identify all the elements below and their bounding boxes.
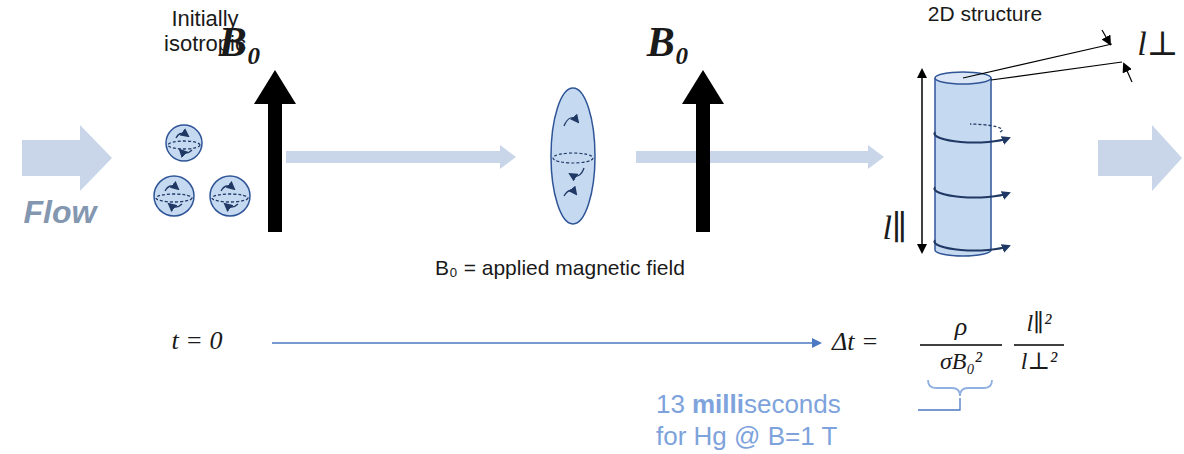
field-symbol: B₀ — [647, 18, 690, 66]
dimension-label: l⊥ — [1137, 24, 1178, 63]
flow-band — [636, 145, 884, 169]
time-note: for Hg @ B=1 T — [656, 422, 837, 452]
equation-part: l⊥² — [1021, 348, 1057, 376]
flow-band — [286, 145, 516, 169]
fraction-bar — [920, 344, 1002, 345]
field-arrow — [254, 70, 296, 232]
equation-part: l∥² — [1027, 310, 1052, 338]
leader-line — [918, 398, 960, 410]
eddy-swirls — [156, 133, 248, 207]
field-arrow — [682, 70, 724, 232]
field-symbol: B₀ — [219, 18, 262, 66]
legend-note: B₀ = applied magnetic field — [435, 256, 685, 280]
brace — [928, 380, 992, 396]
equation-part: Δt = — [832, 327, 879, 357]
fraction-bar — [1014, 344, 1064, 345]
width-marks — [963, 30, 1132, 82]
time-note: 13 — [656, 390, 685, 420]
column-structure — [934, 72, 1009, 256]
time-note: seconds — [744, 390, 841, 420]
dimension-label: l∥ — [882, 208, 907, 247]
equation-part: ρ — [955, 312, 967, 342]
elongated-eddy — [551, 88, 595, 224]
flow-arrow — [1098, 125, 1182, 191]
flow-label: Flow — [24, 194, 97, 231]
eddy-circles — [154, 125, 250, 216]
time-label: t = 0 — [172, 326, 223, 356]
length-arrow — [921, 70, 923, 252]
time-arrow — [272, 342, 820, 344]
flow-arrow — [22, 125, 112, 191]
time-note: milli — [692, 390, 744, 420]
equation-part: σB₀² — [940, 348, 982, 376]
structure-label: 2D structure — [928, 2, 1042, 26]
